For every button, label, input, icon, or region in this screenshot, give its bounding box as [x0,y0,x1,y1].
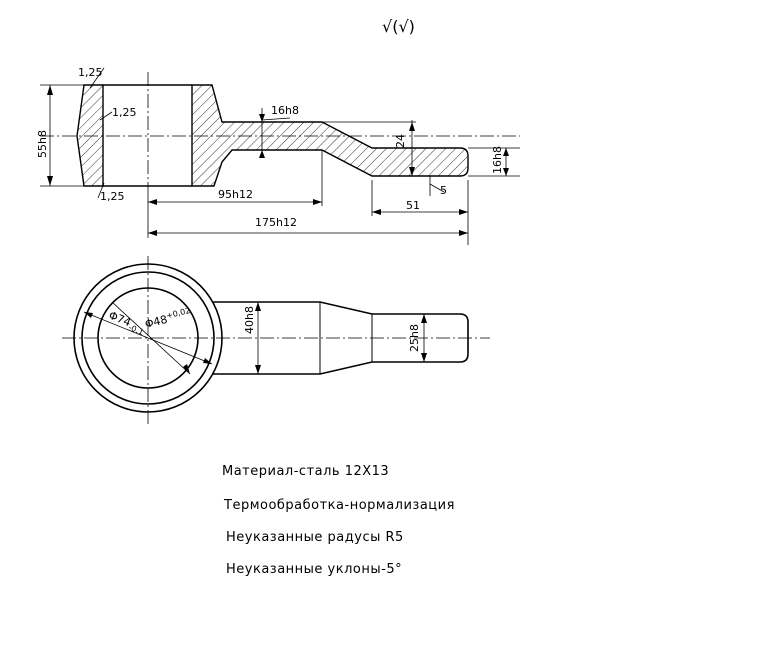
note-material: Материал-сталь 12Х13 [222,464,389,479]
chamfer-mid-label: 1,25 [112,106,137,119]
shank-section [191,84,469,187]
eye-outer-circle [73,263,223,413]
dim-40h8: 40h8 [243,306,256,334]
chamfer-bottom-label: 1,25 [100,190,125,203]
dim-24: 24 [394,134,407,148]
dim-55h8: 55h8 [36,130,49,158]
eye-left-wall-section [76,84,104,187]
eye-chamfer-circle [81,271,215,405]
dim-outer-dia: Φ74-0,1 [106,309,147,337]
dim-inner-dia: Φ48+0,02 [143,306,192,331]
dim-16h8-upper: 16h8 [271,104,299,117]
dim-slope-5: 5 [440,184,447,197]
dim-95h12: 95h12 [218,188,253,201]
plan-view: Φ74-0,1 Φ48+0,02 40h8 25h8 [62,256,490,424]
note-radii: Неуказанные радусы R5 [226,530,404,545]
chamfer-top-label: 1,25 [78,66,103,79]
shank-outline [212,301,469,375]
note-heat-treatment: Термообработка-нормализация [223,498,455,513]
section-view: 55h8 1,25 1,25 1,25 16h8 24 16h8 5 [36,66,520,245]
technical-notes: Материал-сталь 12Х13 Термообработка-норм… [222,464,455,577]
note-draft-angles: Неуказанные уклоны-5° [226,562,402,577]
svg-text:√(√): √(√) [382,17,415,36]
dim-25h8: 25h8 [408,324,421,352]
bore-circle [97,287,199,389]
dim-51: 51 [406,199,420,212]
dim-175h12: 175h12 [255,216,297,229]
roughness-symbol: √(√) [382,17,415,36]
dim-16h8-right: 16h8 [491,146,504,174]
